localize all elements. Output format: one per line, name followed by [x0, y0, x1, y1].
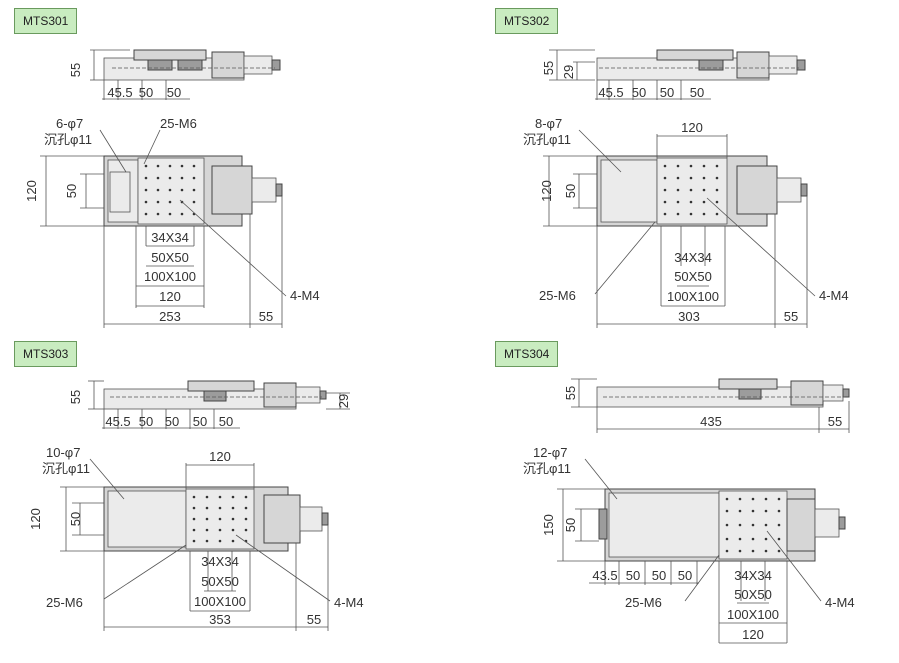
bottom-thread-label: 25-M6	[46, 595, 83, 610]
grid-label: 34X34	[674, 250, 712, 265]
motor-label: 55	[784, 309, 798, 324]
side-view: 55 45.5 50 50	[68, 49, 281, 100]
pitch-label: 45.5	[107, 85, 132, 100]
grid-label: 120	[159, 289, 181, 304]
grid-label: 120	[742, 627, 764, 642]
grid-label: 50X50	[674, 269, 712, 284]
side-height-label: 55	[541, 61, 556, 75]
side-thread-label: 4-M4	[290, 288, 320, 303]
pitch-label: 50	[167, 85, 181, 100]
pitch-label: 50	[139, 85, 153, 100]
pitch-label: 50	[165, 414, 179, 429]
height-label: 120	[24, 180, 39, 202]
side-view: 55 29 45.5 50 50 50	[541, 49, 806, 100]
pitch-label: 50	[690, 85, 704, 100]
pitch-label: 50	[660, 85, 674, 100]
height-label: 150	[541, 514, 556, 536]
counterbore-label: 沉孔φ11	[42, 461, 90, 476]
side-height-label: 55	[68, 390, 83, 404]
side-thread-label: 4-M4	[334, 595, 364, 610]
table-width-label: 120	[209, 449, 231, 464]
holes-label: 12-φ7	[533, 445, 567, 460]
side-view: 55 29 45.5 50 50 50 50	[68, 380, 351, 429]
pitch-label: 45.5	[105, 414, 130, 429]
bottom-thread-label: 25-M6	[625, 595, 662, 610]
side-height-label: 55	[563, 386, 578, 400]
motor-label: 55	[259, 309, 273, 324]
pitch-label: 50	[193, 414, 207, 429]
model-tag: MTS303	[14, 341, 78, 367]
grid-label: 100X100	[144, 269, 196, 284]
grid-label: 34X34	[151, 230, 189, 245]
counterbore-label: 沉孔φ11	[44, 132, 92, 147]
m6-hole-grid	[144, 164, 196, 216]
pitch-label: 45.5	[598, 85, 623, 100]
side-height-2-label: 29	[336, 394, 351, 408]
bottom-thread-label: 25-M6	[539, 288, 576, 303]
inner-height-label: 50	[563, 518, 578, 532]
panel-mts303: MTS303 55 29 45.5 50 5	[0, 329, 449, 658]
height-label: 120	[28, 508, 43, 530]
grid-label: 34X34	[201, 554, 239, 569]
length-label: 303	[678, 309, 700, 324]
top-view: 6-φ7 沉孔φ11 25-M6 120 50 34X34 50X50 100X…	[24, 116, 320, 328]
pitch-label: 50	[219, 414, 233, 429]
top-view: 10-φ7 沉孔φ11 120 120 50 34X34 50X50 100X1…	[28, 445, 364, 631]
mts303-drawing: 55 29 45.5 50 50 50 50	[28, 380, 364, 631]
side-height-2-label: 29	[561, 65, 576, 79]
top-thread-label: 25-M6	[160, 116, 197, 131]
top-view: 12-φ7 沉孔φ11 150 50 43.5 50 50 50 25-M6	[523, 445, 855, 644]
panel-mts302: MTS302 55 29 45.5 50 50 50	[449, 0, 898, 329]
m6-hole-grid	[725, 497, 781, 553]
pitch-label: 43.5	[592, 568, 617, 583]
model-tag: MTS301	[14, 8, 78, 34]
panel-mts304: MTS304 55 435 55	[449, 329, 898, 658]
length-label: 435	[700, 414, 722, 429]
inner-height-label: 50	[68, 512, 83, 526]
pitch-label: 50	[652, 568, 666, 583]
side-view: 55 435 55	[563, 378, 850, 433]
mts302-drawing: 55 29 45.5 50 50 50	[523, 49, 849, 328]
mts301-drawing: 55 45.5 50 50 6-φ7	[24, 49, 320, 328]
inner-height-label: 50	[64, 184, 79, 198]
pitch-label: 50	[139, 414, 153, 429]
grid-label: 50X50	[201, 574, 239, 589]
grid-label: 50X50	[734, 587, 772, 602]
side-height-label: 55	[68, 63, 83, 77]
counterbore-label: 沉孔φ11	[523, 132, 571, 147]
side-thread-label: 4-M4	[825, 595, 855, 610]
pitch-label: 50	[678, 568, 692, 583]
top-view: 8-φ7 沉孔φ11 120 120 50 34X34 50X50 100X10…	[523, 116, 849, 328]
height-label: 120	[539, 180, 554, 202]
length-label: 253	[159, 309, 181, 324]
grid-label: 50X50	[151, 250, 189, 265]
model-tag: MTS304	[495, 341, 559, 367]
inner-height-label: 50	[563, 184, 578, 198]
mts304-drawing: 55 435 55 12-φ7 沉孔φ11	[523, 378, 855, 644]
side-thread-label: 4-M4	[819, 288, 849, 303]
motor-label: 55	[828, 414, 842, 429]
m6-hole-grid	[663, 164, 719, 216]
panel-mts301: MTS301 55 45.5 50 50	[0, 0, 449, 329]
pitch-label: 50	[632, 85, 646, 100]
length-label: 353	[209, 612, 231, 627]
table-width-label: 120	[681, 120, 703, 135]
holes-label: 6-φ7	[56, 116, 83, 131]
holes-label: 8-φ7	[535, 116, 562, 131]
motor-label: 55	[307, 612, 321, 627]
grid-label: 100X100	[667, 289, 719, 304]
grid-label: 100X100	[727, 607, 779, 622]
grid-label: 34X34	[734, 568, 772, 583]
holes-label: 10-φ7	[46, 445, 80, 460]
counterbore-label: 沉孔φ11	[523, 461, 571, 476]
grid-label: 100X100	[194, 594, 246, 609]
m6-hole-grid	[192, 495, 248, 543]
pitch-label: 50	[626, 568, 640, 583]
model-tag: MTS302	[495, 8, 559, 34]
